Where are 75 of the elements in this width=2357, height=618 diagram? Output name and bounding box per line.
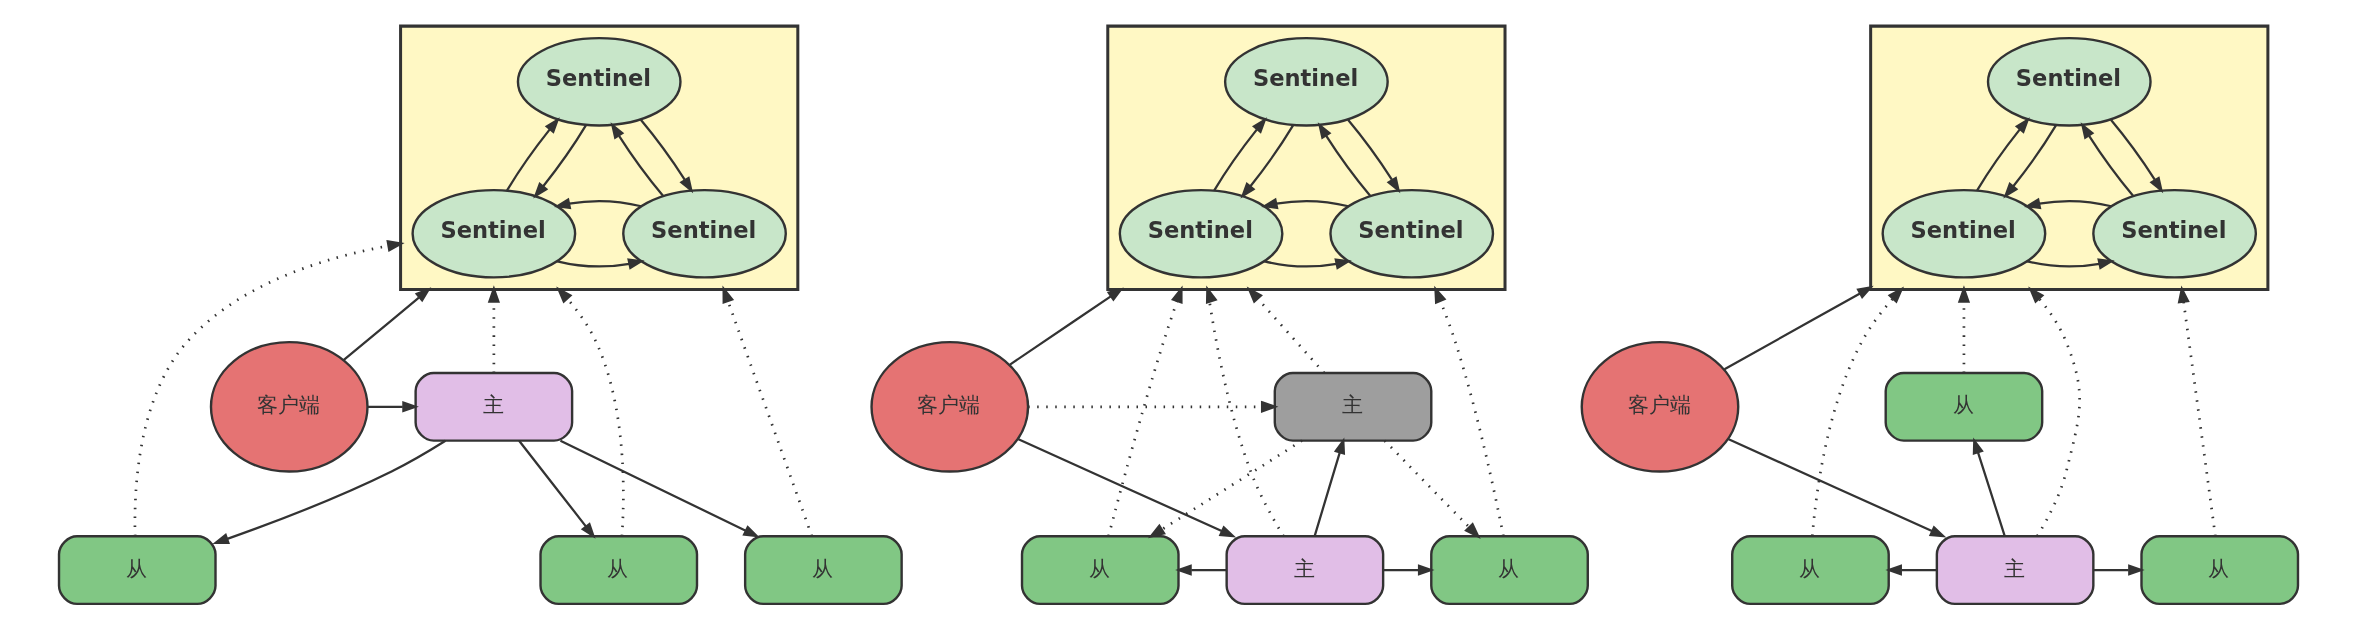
node-ellipse: Sentinel xyxy=(1118,188,1284,279)
node-box: 从 xyxy=(57,535,217,606)
arrow xyxy=(1972,437,2006,537)
arrow xyxy=(1240,124,1295,199)
node-ellipse: Sentinel xyxy=(516,36,682,127)
arrow xyxy=(1317,122,1372,197)
node-box: 主 xyxy=(1273,371,1433,442)
node-ellipse: Sentinel xyxy=(622,188,787,279)
node-box: 主 xyxy=(1935,535,2095,606)
arrow xyxy=(553,197,642,210)
arrow xyxy=(1434,285,1505,537)
node-ellipse: Sentinel xyxy=(1881,188,2047,279)
arrow xyxy=(1885,564,1937,576)
arrow xyxy=(1028,400,1279,413)
arrow xyxy=(2093,564,2145,576)
cluster xyxy=(399,24,800,291)
arrow xyxy=(559,439,760,538)
arrow xyxy=(1213,117,1267,191)
node-box: 从 xyxy=(1020,535,1180,606)
arrow xyxy=(506,117,560,191)
arrow xyxy=(1175,564,1227,576)
node-box: 从 xyxy=(1430,535,1589,606)
arrow xyxy=(1957,285,1971,373)
arrow xyxy=(2003,124,2058,199)
node-box: 从 xyxy=(1731,535,1890,606)
node-box: 从 xyxy=(2140,535,2300,606)
arrow xyxy=(1313,437,1346,537)
arrow xyxy=(2110,119,2164,194)
arrow xyxy=(2027,258,2115,270)
arrow xyxy=(1383,439,1481,540)
arrow xyxy=(1009,287,1124,366)
node-ellipse: 客户端 xyxy=(1580,340,1740,473)
arrow xyxy=(2023,197,2112,210)
arrow xyxy=(556,286,625,537)
arrow xyxy=(487,285,500,373)
node-ellipse: Sentinel xyxy=(1329,188,1495,279)
arrow xyxy=(1811,286,1904,537)
node-box: 主 xyxy=(414,371,574,442)
node-ellipse: Sentinel xyxy=(1223,36,1389,127)
arrow xyxy=(533,124,587,199)
cluster xyxy=(1869,24,2270,291)
arrow xyxy=(1727,438,1947,538)
node-box: 从 xyxy=(1884,371,2044,442)
arrow xyxy=(639,119,694,194)
arrow xyxy=(1147,439,1303,539)
arrow xyxy=(1723,285,1874,371)
arrow xyxy=(556,258,645,270)
arrow xyxy=(518,440,596,539)
cluster xyxy=(1106,24,1507,291)
arrow xyxy=(133,240,405,537)
arrow xyxy=(2028,286,2081,537)
node-box: 从 xyxy=(539,535,699,606)
node-ellipse: 客户端 xyxy=(870,340,1030,473)
arrow xyxy=(2177,285,2217,537)
arrow xyxy=(1261,197,1349,210)
arrow xyxy=(722,285,814,537)
arrow xyxy=(1205,285,1285,537)
arrow xyxy=(1017,438,1237,538)
arrow xyxy=(2080,122,2134,197)
arrow xyxy=(610,122,664,197)
arrow xyxy=(342,287,432,362)
node-ellipse: Sentinel xyxy=(2092,188,2258,279)
node-box: 主 xyxy=(1225,535,1385,606)
arrow xyxy=(1976,117,2030,191)
arrow xyxy=(367,401,419,413)
arrow xyxy=(1347,119,1401,194)
node-ellipse: 客户端 xyxy=(209,340,369,473)
arrow xyxy=(1383,564,1435,576)
arrow xyxy=(1264,258,1352,270)
node-ellipse: Sentinel xyxy=(411,188,577,279)
arrow xyxy=(212,439,447,545)
node-ellipse: Sentinel xyxy=(1986,36,2152,127)
node-box: 从 xyxy=(743,535,903,606)
arrow xyxy=(1246,286,1326,374)
arrow xyxy=(1107,285,1183,537)
